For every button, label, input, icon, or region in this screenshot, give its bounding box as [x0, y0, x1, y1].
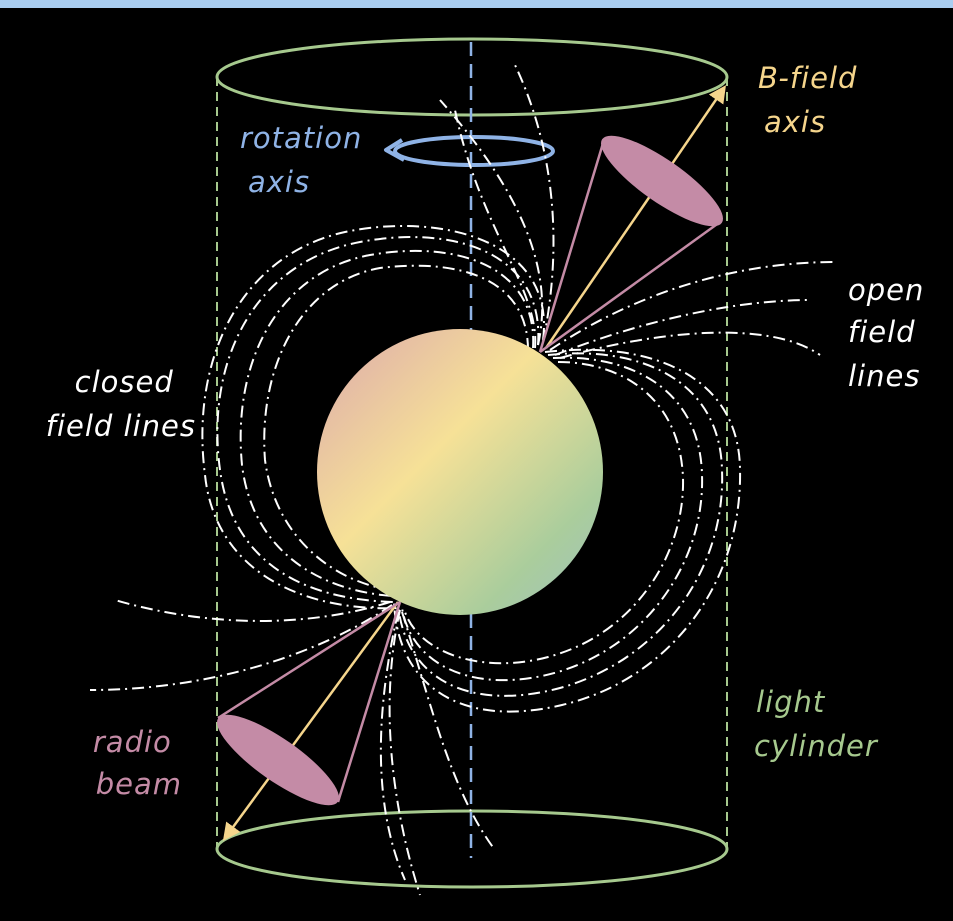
neutron-star: [317, 329, 603, 615]
rotation-arrow: [393, 135, 555, 167]
top-bar: [0, 0, 953, 8]
closed-field-lines: [201, 225, 742, 713]
radio-beam-label: radio beam: [93, 725, 182, 801]
light-cylinder-label: light cylinder: [754, 685, 879, 763]
open-field-lines: [89, 64, 836, 896]
radio-beam-upper: [538, 135, 723, 354]
bfield-axis-line: [544, 85, 726, 349]
radio-beam-lower: [217, 600, 402, 806]
bfield-axis-line-lower: [222, 601, 400, 841]
open-field-lines-label: open field lines: [848, 273, 935, 393]
closed-field-lines-label: closed field lines: [46, 365, 196, 443]
rotation-arrowhead: [384, 138, 405, 162]
bfield-axis-label: B-field axis: [758, 61, 868, 139]
rotation-axis-label: rotation axis: [240, 121, 373, 199]
